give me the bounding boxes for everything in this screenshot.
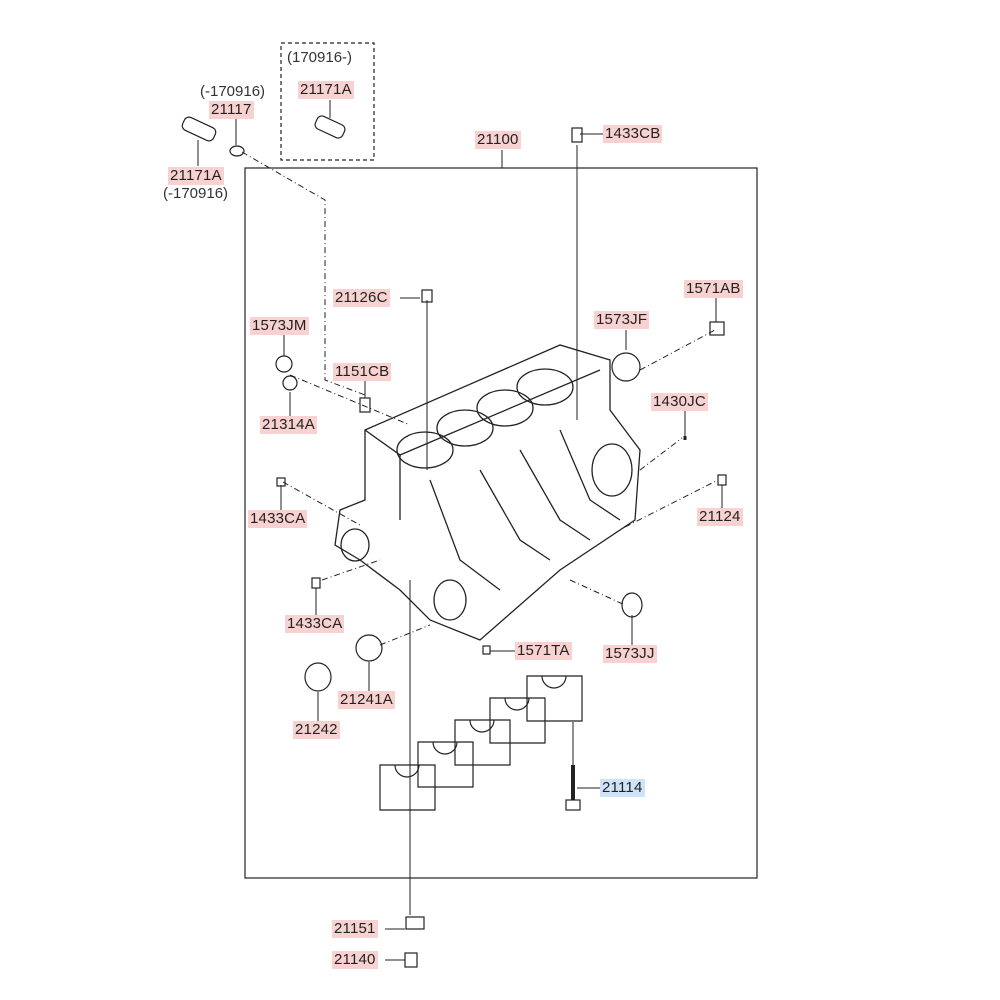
cap-1573JF: [611, 352, 641, 382]
small-parts: [181, 115, 727, 968]
bush-21241A: [355, 634, 383, 662]
plug-1433CA-a: [276, 477, 286, 487]
part-label-21100[interactable]: 21100: [475, 131, 521, 149]
cap-1573JJ: [621, 592, 643, 618]
bolt-1151CB: [359, 397, 371, 413]
part-label-1573JJ[interactable]: 1573JJ: [603, 645, 657, 663]
part-label-1573JF[interactable]: 1573JF: [594, 311, 650, 329]
part-label-1433CB[interactable]: 1433CB: [603, 125, 663, 143]
part-label-21171A[interactable]: 21171A: [298, 81, 354, 99]
revision-note-before: (-170916): [163, 185, 229, 202]
seal-21314A: [282, 375, 298, 391]
part-label-1430JC[interactable]: 1430JC: [651, 393, 708, 411]
plug-1571AB: [709, 321, 725, 336]
cylinder-block: [334, 344, 641, 641]
part-label-21124[interactable]: 21124: [697, 508, 743, 526]
bearing-caps: [379, 675, 583, 811]
plug-21140: [404, 952, 418, 968]
part-label-21114-selected[interactable]: 21114: [600, 779, 645, 797]
oil-jet-21151: [405, 916, 425, 930]
part-label-21140[interactable]: 21140: [332, 951, 378, 969]
part-label-1573JM[interactable]: 1573JM: [250, 317, 309, 335]
cap-1573JM: [275, 355, 293, 373]
part-label-1151CB[interactable]: 1151CB: [333, 363, 392, 381]
part-label-21151[interactable]: 21151: [332, 920, 378, 938]
revision-note-before: (-170916): [200, 83, 266, 100]
part-label-1433CA[interactable]: 1433CA: [285, 615, 345, 633]
o-ring: [229, 145, 245, 157]
part-label-1571AB[interactable]: 1571AB: [684, 280, 743, 298]
plug-1433CB: [571, 127, 583, 143]
part-label-21117[interactable]: 21117: [209, 101, 254, 119]
pin-21124: [717, 474, 727, 486]
bush-21242: [304, 662, 332, 692]
leader-lines: [197, 100, 723, 961]
plug-1571TA: [482, 645, 491, 655]
revision-note-after: (170916-): [287, 49, 353, 66]
part-label-21171A[interactable]: 21171A: [168, 167, 224, 185]
part-label-21241A[interactable]: 21241A: [338, 691, 395, 709]
part-label-1571TA[interactable]: 1571TA: [515, 642, 572, 660]
oil-jet-new: [314, 115, 346, 139]
bolt-21114: [565, 765, 581, 811]
part-label-21314A[interactable]: 21314A: [260, 416, 317, 434]
pin-21126C: [421, 289, 433, 303]
plug-1433CA-b: [311, 577, 321, 589]
part-label-1433CA[interactable]: 1433CA: [248, 510, 308, 528]
part-label-21242[interactable]: 21242: [293, 721, 340, 739]
part-label-21126C[interactable]: 21126C: [333, 289, 390, 307]
oil-jet-old: [181, 116, 217, 142]
assembly-frame: [244, 167, 758, 879]
